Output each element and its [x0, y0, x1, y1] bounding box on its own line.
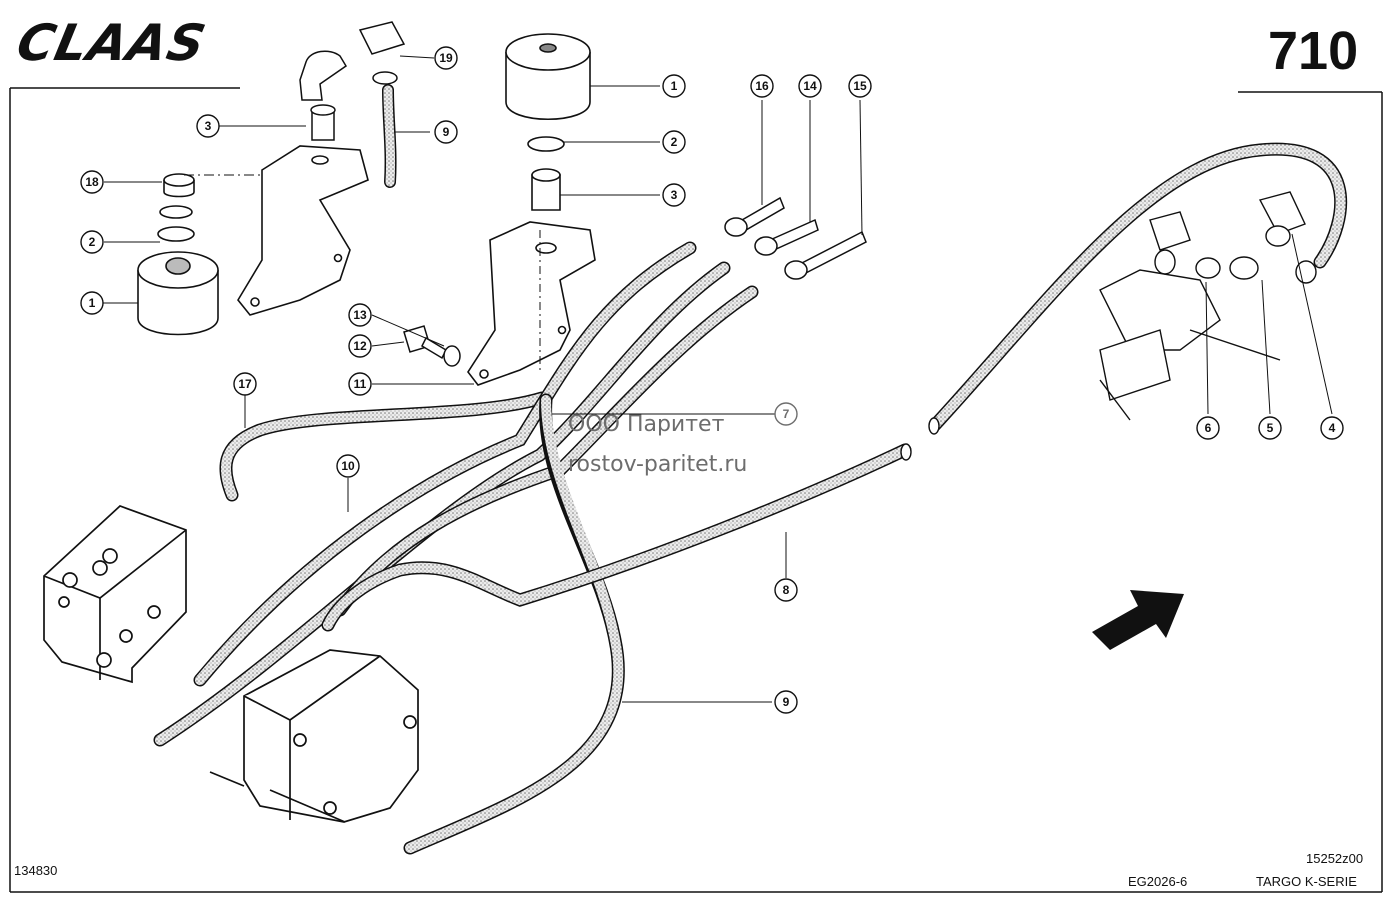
callout-13: 13 — [348, 303, 372, 327]
valve-block-left — [43, 505, 187, 684]
callout-label: 1 — [89, 296, 96, 310]
callout-label: 16 — [755, 79, 769, 93]
callout-12: 12 — [348, 334, 372, 358]
accumulator-left — [137, 173, 219, 336]
callout-label: 2 — [671, 135, 678, 149]
callout-2: 2 — [662, 130, 686, 154]
callout-label: 15 — [853, 79, 867, 93]
callout-label: 3 — [671, 188, 678, 202]
callout-label: 3 — [205, 119, 212, 133]
callout-label: 5 — [1267, 421, 1274, 435]
callout-label: 1 — [671, 79, 678, 93]
callout-label: 9 — [783, 695, 790, 709]
callout-label: 14 — [803, 79, 817, 93]
drawing-id: 134830 — [14, 863, 58, 878]
callout-19: 19 — [434, 46, 458, 70]
callout-11: 11 — [348, 372, 372, 396]
bracket-left — [237, 145, 369, 316]
callout-label: 13 — [353, 308, 367, 322]
hose-cut-ends — [900, 417, 940, 461]
callout-17: 17 — [233, 372, 257, 396]
group-code: EG2026-6 — [1128, 874, 1188, 889]
callout-label: 18 — [85, 175, 99, 189]
valve-block-bottom — [209, 649, 419, 823]
callout-8: 8 — [774, 578, 798, 602]
callout-15: 15 — [848, 74, 872, 98]
callout-1: 1 — [662, 74, 686, 98]
callout-label: 11 — [354, 377, 367, 391]
accumulator-center — [505, 33, 591, 211]
model-name: TARGO K-SERIE — [1256, 874, 1357, 889]
callout-label: 17 — [238, 377, 252, 391]
watermark-company: ООО Паритет — [568, 412, 725, 437]
callout-3: 3 — [662, 183, 686, 207]
hoses — [153, 84, 1348, 855]
callout-9: 9 — [434, 120, 458, 144]
bolt-set — [403, 325, 461, 367]
callout-label: 6 — [1205, 421, 1212, 435]
callout-3: 3 — [196, 114, 220, 138]
callout-label: 4 — [1329, 421, 1336, 435]
callout-label: 12 — [353, 339, 367, 353]
callout-7: 7 — [774, 402, 798, 426]
callout-label: 2 — [89, 235, 96, 249]
right-mechanism — [1099, 191, 1317, 421]
leader-lines — [96, 55, 1333, 703]
callout-label: 9 — [443, 125, 450, 139]
callout-18: 18 — [80, 170, 104, 194]
figure-code: 15252z00 — [1306, 851, 1364, 866]
bracket-center — [467, 221, 596, 386]
callout-4: 4 — [1320, 416, 1344, 440]
watermark-site: rostov-paritet.ru — [568, 452, 748, 477]
callout-label: 19 — [439, 51, 453, 65]
page-number: 710 — [1268, 21, 1359, 81]
callout-14: 14 — [798, 74, 822, 98]
callout-1: 1 — [80, 291, 104, 315]
callout-16: 16 — [750, 74, 774, 98]
callout-label: 7 — [783, 407, 790, 421]
pipes — [724, 196, 867, 280]
callout-label: 8 — [783, 583, 790, 597]
callout-6: 6 — [1196, 416, 1220, 440]
frame-rules — [9, 87, 1383, 893]
callout-2: 2 — [80, 230, 104, 254]
callout-5: 5 — [1258, 416, 1282, 440]
callout-10: 10 — [336, 454, 360, 478]
arrow-up-right-icon — [1092, 590, 1184, 650]
callout-label: 10 — [341, 459, 355, 473]
fittings-top — [299, 21, 406, 141]
callout-9: 9 — [774, 690, 798, 714]
